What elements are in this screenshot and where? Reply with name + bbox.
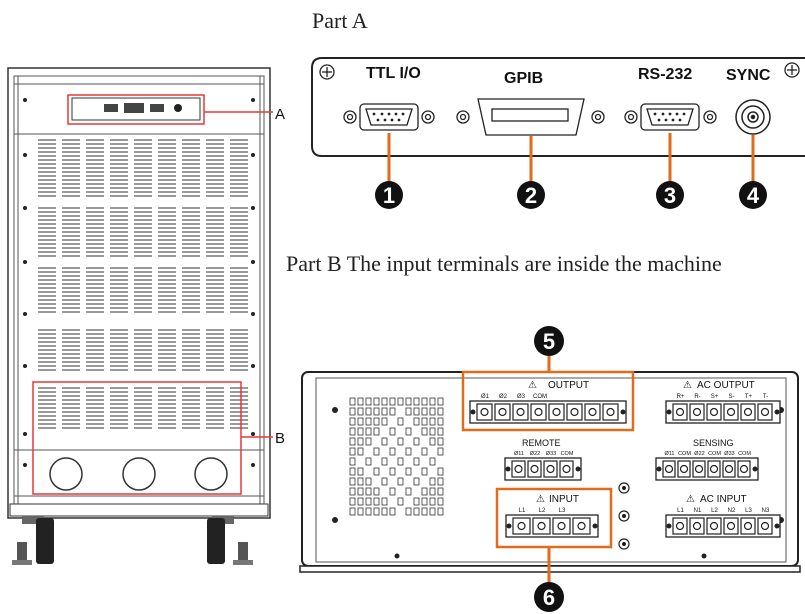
terminal-label: COM — [678, 451, 691, 457]
marker-a-box — [67, 94, 205, 125]
svg-text:3: 3 — [664, 183, 676, 208]
sync-bnc-connector-icon — [735, 99, 771, 135]
gpib-connector-icon — [456, 98, 605, 136]
sensing-group-label: SENSING — [693, 438, 734, 448]
panel-screw-icon — [319, 64, 335, 80]
terminal-label: L1 — [677, 508, 684, 514]
caster-left — [12, 516, 54, 565]
terminal-label: COM — [738, 451, 751, 457]
remote-group-label: REMOTE — [522, 438, 561, 448]
input-group-label: INPUT — [549, 494, 579, 505]
terminal-label: Ø11 — [665, 451, 675, 457]
svg-text:4: 4 — [747, 183, 760, 208]
acIn-terminal-block: L1 N1 L2 N2 L3 N3 — [665, 508, 781, 538]
svg-text:1: 1 — [383, 183, 395, 208]
port-label-rs232: RS-232 — [638, 66, 692, 83]
svg-text:2: 2 — [525, 183, 537, 208]
terminal-label: Ø3 — [517, 394, 526, 400]
terminal-label: L1 — [519, 508, 526, 514]
terminal-label: L2 — [711, 508, 718, 514]
terminal-label: Ø33 — [546, 451, 556, 457]
terminal-label: COM — [708, 451, 721, 457]
terminal-label: L3 — [559, 508, 566, 514]
terminal-label: R+ — [677, 394, 685, 400]
svg-text:6: 6 — [543, 585, 555, 610]
terminal-label: L2 — [539, 508, 546, 514]
out-terminal-block: Ø1 Ø2 Ø3 — [469, 394, 627, 424]
callout-badge-2: 2 — [517, 181, 545, 209]
cabinet: A B — [7, 67, 285, 565]
svg-text:⚠: ⚠ — [683, 380, 692, 391]
marker-a-label: A — [275, 106, 285, 123]
rear-panel-a: TTL I/O GPIB RS-232 SYNC — [311, 57, 805, 209]
marker-b-box — [32, 381, 242, 495]
terminal-label: N3 — [762, 508, 770, 514]
terminal-label: T+ — [745, 394, 753, 400]
output-highlight-box — [461, 370, 635, 432]
caster-right — [207, 516, 253, 565]
terminal-label: COM — [561, 451, 574, 457]
terminal-label: S+ — [711, 394, 719, 400]
vent-grille — [38, 139, 248, 429]
callout-badge-3: 3 — [656, 181, 684, 209]
remote-terminal-block: Ø11 Ø22 Ø33 COM — [504, 451, 582, 481]
terminal-label: Ø33 — [724, 451, 734, 457]
input-highlight-box — [495, 487, 613, 549]
terminal-label: Ø22 — [530, 451, 540, 457]
ac-output-group-label: AC OUTPUT — [697, 380, 755, 391]
output-group-label: OUTPUT — [548, 380, 589, 391]
terminal-label: N1 — [694, 508, 702, 514]
terminal-label: Ø1 — [481, 394, 490, 400]
terminal-label: S- — [729, 394, 735, 400]
port-label-ttl: TTL I/O — [366, 65, 421, 82]
svg-text:⚠: ⚠ — [536, 494, 545, 505]
terminal-label: R- — [694, 394, 700, 400]
port-label-gpib: GPIB — [504, 70, 543, 87]
output-com-label: COM — [533, 394, 547, 400]
ac-input-group-label: AC INPUT — [700, 494, 747, 505]
terminal-label: Ø11 — [514, 451, 524, 457]
svg-text:⚠: ⚠ — [528, 380, 537, 391]
marker-b-label: B — [275, 430, 285, 447]
callout-badge-4: 4 — [739, 181, 767, 209]
port-label-sync: SYNC — [726, 67, 771, 84]
svg-text:⚠: ⚠ — [686, 494, 695, 505]
svg-text:5: 5 — [543, 329, 555, 354]
callout-badge-5: 5 — [534, 326, 564, 356]
terminal-label: Ø2 — [499, 394, 508, 400]
rear-panel-b: 5 OUTPUT ⚠ COM Ø1 Ø2 Ø3 AC OUTPUT ⚠ R+ R- S+… — [299, 326, 801, 612]
terminal-label: L3 — [745, 508, 752, 514]
callout-badge-6: 6 — [534, 582, 564, 612]
callout-badge-1: 1 — [375, 181, 403, 209]
acOut-terminal-block: R+ R- S+ S- T+ T- — [665, 394, 781, 424]
in-terminal-block: L1 L2 L3 — [505, 508, 599, 538]
terminal-label: T- — [763, 394, 768, 400]
part-b-heading: Part B The input terminals are inside th… — [286, 251, 722, 276]
terminal-label: Ø22 — [694, 451, 704, 457]
terminal-label: N2 — [728, 508, 736, 514]
vent-grille — [349, 397, 444, 516]
part-a-heading: Part A — [312, 8, 368, 33]
panel-screw-icon — [784, 62, 800, 78]
